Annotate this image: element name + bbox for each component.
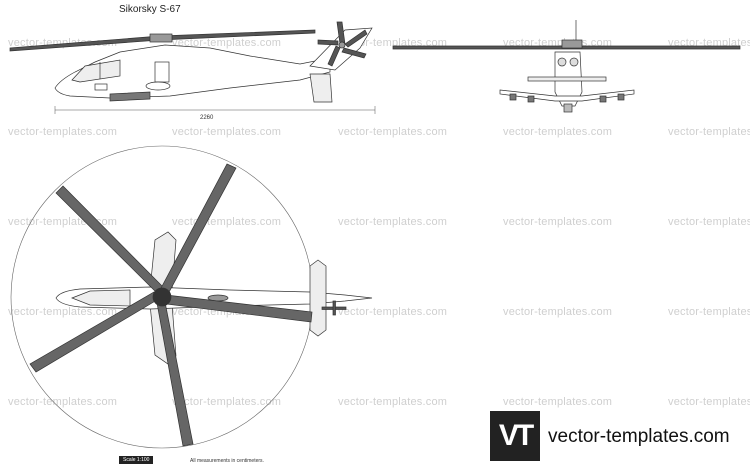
side-rotor-hub <box>149 33 173 43</box>
front-view <box>392 20 741 113</box>
watermark-text: vector-templates.com <box>503 396 613 408</box>
watermark-text: vector-templates.com <box>172 126 282 138</box>
front-gun <box>563 103 573 113</box>
side-window <box>94 83 108 91</box>
top-tail-rotor <box>321 300 347 316</box>
brand-text: vector-templates.com <box>548 426 730 447</box>
top-horizontal-tail <box>309 259 327 337</box>
watermark-text: vector-templates.com <box>338 396 448 408</box>
front-horizontal-stab <box>527 76 607 82</box>
side-tail-rotor <box>317 21 368 67</box>
watermark-text: vector-templates.com <box>172 37 282 49</box>
front-engine-right <box>569 57 579 67</box>
watermark-text: vector-templates.com <box>8 126 118 138</box>
watermark-text: vector-templates.com <box>503 126 613 138</box>
top-rotor-hub <box>152 287 172 307</box>
side-engine-intake <box>145 81 171 91</box>
vt-logo: VT <box>490 411 540 461</box>
watermark-text: vector-templates.com <box>8 396 118 408</box>
front-weapons <box>509 93 625 103</box>
watermark-text: vector-templates.com <box>668 216 750 228</box>
side-ventral-fin <box>309 73 333 103</box>
watermark-text: vector-templates.com <box>503 306 613 318</box>
watermark-text: vector-templates.com <box>503 216 613 228</box>
side-stub-wing <box>109 91 151 102</box>
front-engine-left <box>557 57 567 67</box>
watermark-text: vector-templates.com <box>338 126 448 138</box>
top-view <box>10 145 373 449</box>
front-rotor-head <box>561 39 583 49</box>
scale-label: Scale 1:100 <box>119 456 154 464</box>
measurement-note: All measurements in centimeters. <box>190 458 264 464</box>
drawing-title: Sikorsky S-67 <box>119 4 181 15</box>
watermark-text: vector-templates.com <box>338 216 448 228</box>
watermark-text: vector-templates.com <box>172 396 282 408</box>
watermark-text: vector-templates.com <box>8 306 118 318</box>
length-dimension: 2260 <box>200 115 214 121</box>
top-canopy <box>71 289 131 307</box>
watermark-text: vector-templates.com <box>668 306 750 318</box>
watermark-text: vector-templates.com <box>338 306 448 318</box>
side-view <box>9 21 376 114</box>
top-main-rotor-blades <box>29 163 313 447</box>
side-door <box>154 61 170 83</box>
watermark-text: vector-templates.com <box>668 396 750 408</box>
side-canopy <box>71 59 121 83</box>
watermark-text: vector-templates.com <box>668 126 750 138</box>
